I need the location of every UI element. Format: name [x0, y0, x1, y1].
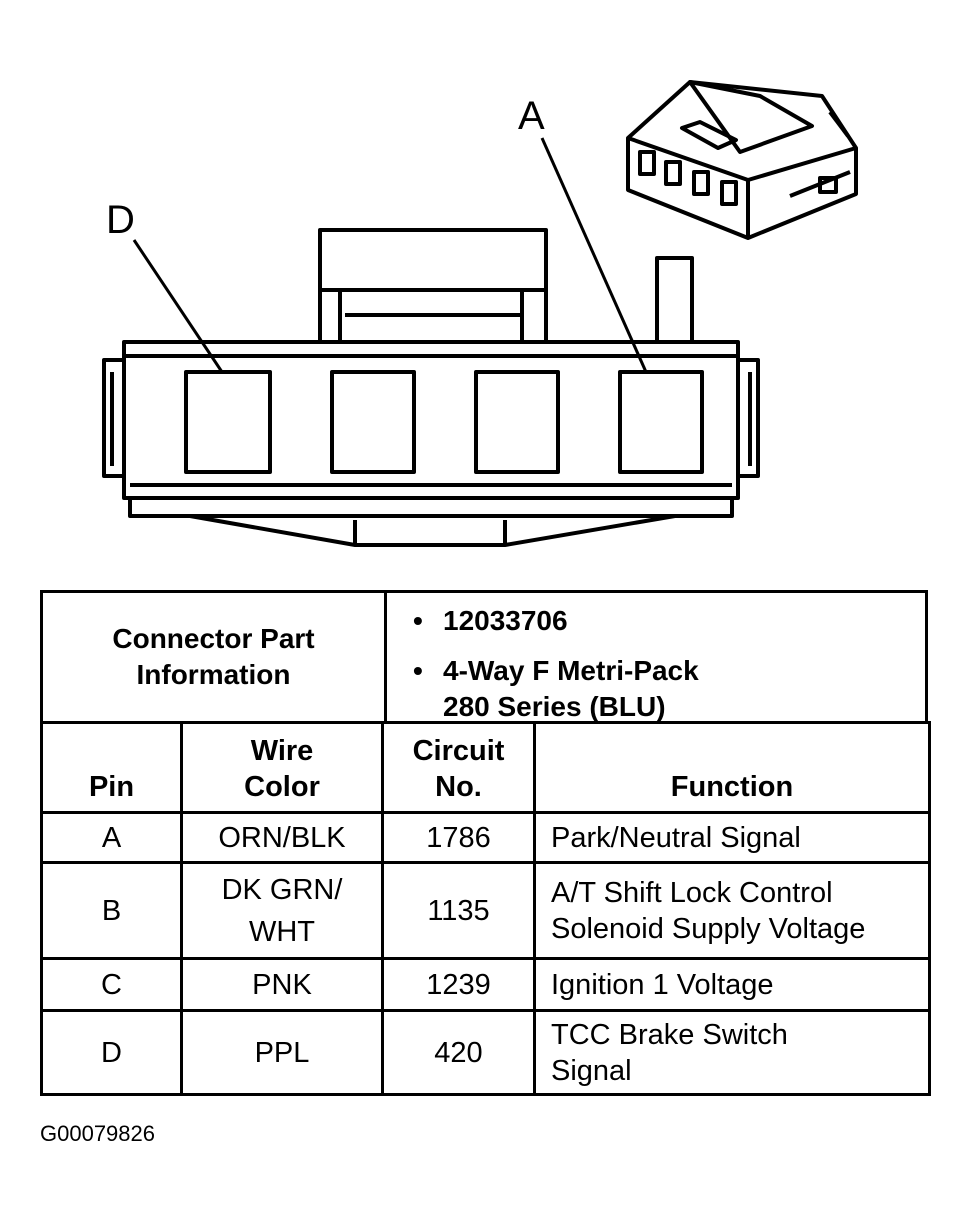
function-cell: Ignition 1 Voltage [533, 957, 931, 1012]
circuit-cell: 1135 [381, 861, 536, 960]
wire-color-cell: DK GRN/WHT [180, 861, 384, 960]
table-row: B DK GRN/WHT 1135 A/T Shift Lock Control… [40, 861, 931, 960]
pin-cell: D [40, 1009, 183, 1096]
info-label-line-1: Connector Part [112, 623, 315, 654]
circuit-cell: 420 [381, 1009, 536, 1096]
connector-body [102, 340, 760, 547]
connector-description-item: • 4-Way F Metri-Pack 280 Series (BLU) [413, 653, 925, 725]
callout-d-label: D [106, 198, 135, 242]
connector-diagram [102, 80, 858, 547]
connector-part-details: • 12033706 • 4-Way F Metri-Pack 280 Seri… [387, 593, 925, 722]
leader-line-d [132, 239, 224, 373]
connector-latch [318, 228, 548, 344]
connector-description-line-1: 4-Way F Metri-Pack [443, 655, 699, 686]
connector-part-info-label: Connector Part Information [43, 593, 387, 721]
table-row: C PNK 1239 Ignition 1 Voltage [40, 957, 931, 1012]
pin-cell: A [40, 811, 183, 864]
part-number-item: • 12033706 [413, 603, 925, 639]
part-number: 12033706 [443, 605, 568, 636]
wire-color-cell: PPL [180, 1009, 384, 1096]
connector-description-line-2: 280 Series (BLU) [443, 691, 666, 722]
bullet-icon: • [413, 605, 423, 636]
cavity-a [618, 370, 704, 474]
wire-color-cell: PNK [180, 957, 384, 1012]
cavity-c [330, 370, 416, 474]
header-function: Function [533, 721, 931, 814]
connector-part-info: Connector Part Information • 12033706 • … [40, 590, 928, 724]
function-cell: Park/Neutral Signal [533, 811, 931, 864]
connector-iso-view [626, 80, 858, 240]
figure-reference-id: G00079826 [40, 1121, 155, 1146]
cavity-d [184, 370, 272, 474]
callout-a-label: A [518, 94, 545, 138]
connector-post [655, 256, 694, 344]
pin-cell: B [40, 861, 183, 960]
circuit-cell: 1786 [381, 811, 536, 864]
table-row: A ORN/BLK 1786 Park/Neutral Signal [40, 811, 931, 864]
circuit-cell: 1239 [381, 957, 536, 1012]
header-pin: Pin [40, 721, 183, 814]
pin-cell: C [40, 957, 183, 1012]
bullet-icon: • [413, 655, 423, 686]
info-label-line-2: Information [136, 659, 291, 690]
leader-line-a [540, 137, 648, 373]
cavity-b [474, 370, 560, 474]
wire-color-cell: ORN/BLK [180, 811, 384, 864]
